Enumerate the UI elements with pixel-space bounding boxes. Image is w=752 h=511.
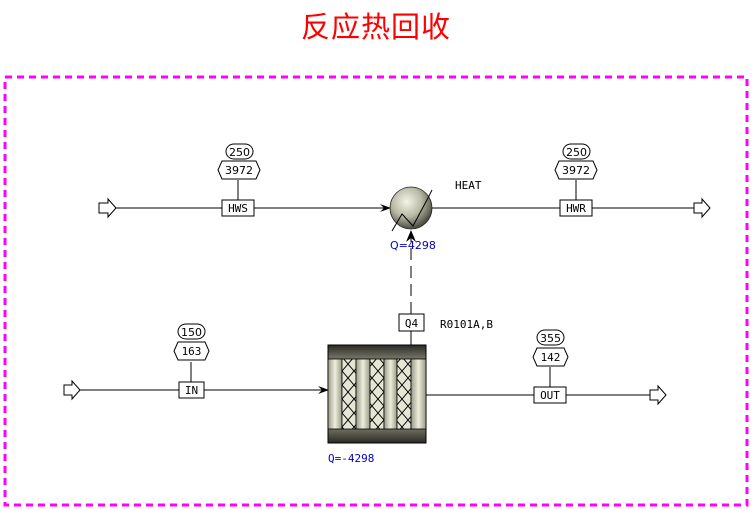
stream-q4[interactable]: Q4 [398, 230, 425, 346]
temperature-value: 250 [566, 146, 587, 159]
stream-label: IN [185, 384, 198, 397]
stream-hwr[interactable]: HWR 250 3972 [432, 143, 711, 219]
reactor-duty: Q=-4298 [328, 452, 374, 465]
stream-label: HWS [228, 202, 248, 215]
stream-hws[interactable]: HWS 250 3972 [98, 143, 391, 219]
stream-label: OUT [540, 389, 560, 402]
stream-label-box[interactable] [559, 199, 593, 217]
stream-label-box[interactable] [533, 386, 567, 404]
stream-label: Q4 [405, 317, 419, 330]
flow-value: 3972 [562, 164, 590, 177]
temperature-value: 150 [181, 326, 202, 339]
temperature-value: 250 [229, 146, 250, 159]
stream-label-box[interactable] [398, 313, 425, 332]
flow-value: 142 [541, 351, 561, 364]
feed-arrow-icon [63, 379, 81, 401]
heat-duty: Q=4298 [390, 239, 436, 252]
flow-badge [532, 347, 569, 367]
section-border [3, 75, 749, 507]
flow-arrow-icon [380, 204, 391, 212]
block-reactor[interactable]: R0101A,B Q=-4298 [327, 318, 493, 465]
temperature-badge [562, 143, 591, 160]
flow-value: 163 [182, 345, 202, 358]
product-arrow-icon [693, 197, 711, 219]
flow-badge [173, 341, 210, 361]
block-name: HEAT [455, 179, 482, 192]
temperature-badge [225, 143, 254, 160]
stream-in[interactable]: IN 150 163 [63, 323, 329, 401]
flow-badge [217, 160, 261, 180]
temperature-value: 355 [540, 332, 561, 345]
flow-value: 3972 [225, 164, 253, 177]
diagram-title: 反应热回收 [300, 10, 451, 44]
stream-label-box[interactable] [221, 199, 255, 217]
flow-arrow-icon [318, 386, 329, 394]
heater-icon [389, 186, 433, 230]
product-arrow-icon [649, 384, 667, 406]
reactor-icon [327, 344, 427, 444]
feed-arrow-icon [98, 197, 117, 219]
flow-badge [554, 160, 598, 180]
temperature-badge [177, 323, 206, 340]
temperature-badge [536, 329, 565, 346]
block-heat[interactable]: HEAT Q=4298 [389, 179, 482, 252]
stream-label: HWR [566, 202, 586, 215]
block-name: R0101A,B [440, 318, 493, 331]
stream-label-box[interactable] [178, 381, 205, 399]
stream-out[interactable]: OUT 355 142 [426, 329, 667, 406]
heat-arrow-icon [406, 230, 416, 242]
